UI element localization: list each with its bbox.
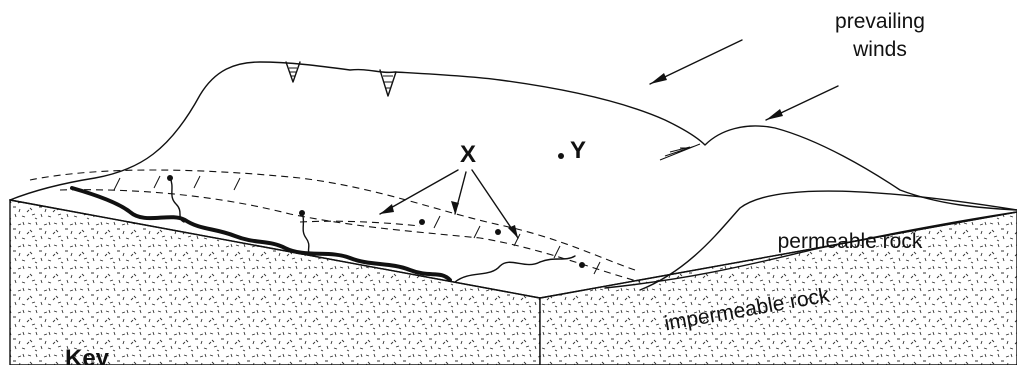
- x-arrows: [380, 170, 518, 238]
- wind-arrows: [650, 40, 838, 120]
- label-y: Y: [570, 137, 586, 164]
- label-prevailing: prevailing: [835, 10, 925, 33]
- impermeable-front-face: [10, 200, 540, 365]
- label-key: Key: [65, 345, 110, 365]
- dry-valley-hatching: [286, 62, 700, 160]
- landscape-outline: [10, 62, 1017, 210]
- y-dot: [558, 153, 564, 159]
- label-permeable: permeable rock: [778, 230, 923, 253]
- label-x: X: [460, 141, 476, 168]
- label-winds: winds: [852, 38, 907, 61]
